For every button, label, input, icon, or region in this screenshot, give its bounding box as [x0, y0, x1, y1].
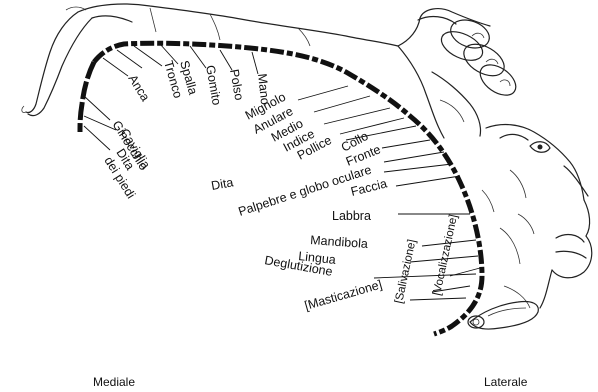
label-laterale: Laterale [484, 375, 528, 389]
label-polso: Polso [227, 68, 246, 101]
label-gomito: Gomito [203, 64, 224, 106]
label-mediale: Mediale [93, 375, 135, 389]
label-dita: Dita [210, 175, 234, 193]
label-salivazione: [Salivazione] [393, 238, 418, 304]
label-labbra: Labbra [332, 209, 371, 223]
label-mandibola: Mandibola [310, 233, 369, 251]
eye-pupil-icon [538, 145, 543, 150]
homunculus-tongue-sketch [468, 301, 538, 329]
label-vocalizzazione: [Vocalizzazione] [431, 213, 460, 296]
homunculus-face-sketch [482, 125, 592, 308]
label-anca: Anca [125, 72, 152, 104]
label-masticazione: [Masticazione] [303, 277, 384, 312]
